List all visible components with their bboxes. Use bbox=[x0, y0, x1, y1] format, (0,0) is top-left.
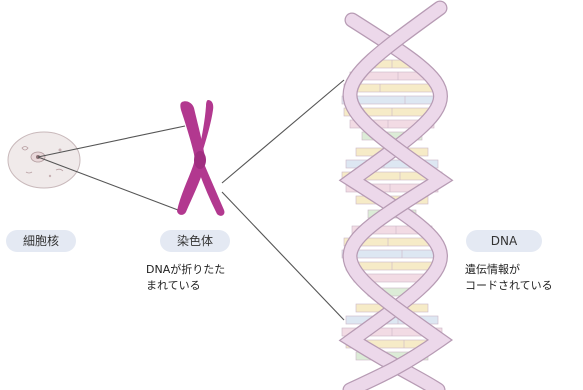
nucleus-label: 細胞核 bbox=[6, 230, 76, 252]
chromosome-illustration bbox=[177, 100, 224, 216]
chromosome-to-dna-connectors bbox=[222, 80, 344, 320]
dna-helix-illustration bbox=[342, 8, 442, 390]
dna-caption: 遺伝情報が コードされている bbox=[465, 262, 553, 294]
chromosome-caption: DNAが折りたた まれている bbox=[146, 262, 225, 294]
chromosome-label: 染色体 bbox=[160, 230, 230, 252]
dna-label: DNA bbox=[466, 230, 542, 252]
cell-nucleus-illustration bbox=[8, 132, 80, 188]
